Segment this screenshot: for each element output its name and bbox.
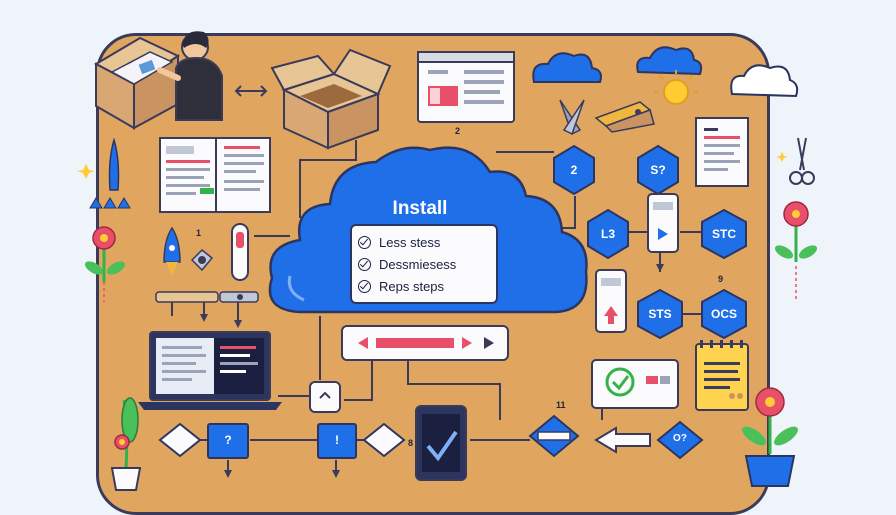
notepad-illustration	[695, 340, 749, 411]
browser-window-illustration	[417, 51, 515, 123]
sky-decorations	[532, 46, 799, 105]
hexagon-stc	[701, 208, 747, 260]
diamond-white	[158, 422, 202, 458]
check-icon	[358, 235, 371, 249]
box-label: ?	[224, 433, 232, 447]
hexagon-shapes	[553, 144, 747, 340]
laptop-illustration	[138, 331, 282, 410]
step-number: 2	[455, 126, 461, 136]
square-exclaim-box	[317, 423, 357, 459]
hexagon-ocs	[701, 288, 747, 340]
box-label: !	[335, 433, 339, 447]
checklist-item: Dessmiesess	[358, 254, 456, 274]
hexagon-label: STS	[648, 307, 672, 321]
scissors-icon	[789, 137, 815, 185]
checklist-item-label: Dessmiesess	[379, 256, 457, 272]
hexagon-label: STC	[712, 227, 736, 241]
diamond-shapes	[158, 414, 704, 460]
open-book-illustration	[159, 137, 271, 213]
arrow-down-icons	[200, 264, 664, 478]
step-number: 8	[408, 438, 414, 448]
flower-left-pot	[110, 397, 142, 491]
small-key-icon	[309, 381, 341, 413]
check-icon	[358, 257, 371, 271]
step-number: 11	[556, 400, 566, 410]
flower-left	[84, 226, 126, 302]
hexagon-label: OCS	[710, 307, 737, 321]
diamond-label: O?	[673, 433, 687, 444]
square-q-box	[207, 423, 249, 459]
toggle-switch-icon	[231, 223, 249, 281]
pin-icon	[108, 137, 120, 191]
connector-line	[344, 360, 373, 401]
checklist-item: Less stess	[358, 232, 440, 252]
flower-right	[774, 201, 818, 300]
hexagon-label: L3	[600, 227, 615, 241]
open-box-illustration	[270, 48, 392, 150]
gear-icon	[190, 248, 214, 272]
document-illustration	[695, 117, 749, 187]
checklist-item-label: Less stess	[379, 234, 441, 250]
checklist-item: Reps steps	[358, 276, 444, 296]
phone-illustrations	[595, 193, 679, 333]
hexagon-label: S?	[650, 163, 666, 177]
step-number: 1	[196, 228, 202, 238]
install-checklist: Less stess Dessmiesess Reps steps	[350, 224, 498, 304]
toolbar-strip	[341, 325, 509, 361]
hexagon-l3	[587, 208, 629, 260]
check-card-illustration	[591, 359, 679, 409]
connector-line	[407, 360, 501, 420]
hexagon-sts	[637, 288, 683, 340]
left-arrow-icon	[594, 426, 651, 454]
double-arrow-icon	[234, 85, 268, 97]
slider-bars-icon	[155, 291, 259, 324]
tools-illustration	[559, 99, 655, 136]
tablet-check-illustration	[415, 405, 467, 481]
connector-line	[299, 140, 357, 218]
step-number: 9	[718, 274, 724, 284]
cloud-title: Install	[392, 198, 448, 219]
flower-right-pot	[742, 387, 798, 487]
hexagon-label: 2	[570, 163, 578, 177]
connector-lines	[200, 140, 702, 476]
checklist-item-label: Reps steps	[379, 278, 445, 294]
diamond-o	[656, 420, 704, 460]
diamond-white	[362, 422, 406, 458]
person-desk-illustration	[93, 31, 223, 130]
sparkle-icon	[77, 152, 788, 179]
check-icon	[358, 279, 371, 293]
mountains-icon	[89, 197, 131, 209]
hexagon-2	[553, 144, 595, 196]
rocket-icon	[163, 226, 181, 276]
